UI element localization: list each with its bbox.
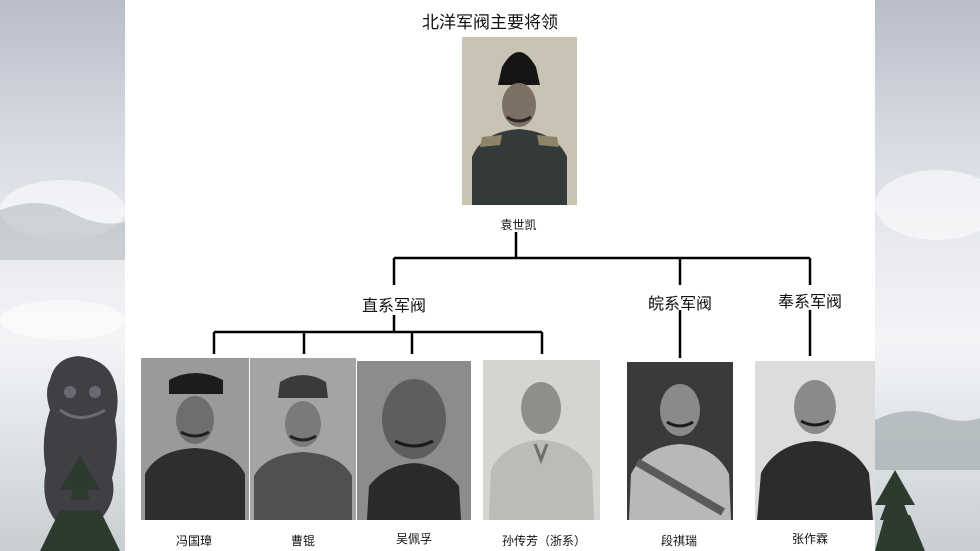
faction-label-fengxi: 奉系军阀 (777, 292, 842, 311)
portrait-leader (483, 360, 600, 520)
mist-band (0, 300, 125, 340)
leader-name: 冯国璋 (175, 534, 212, 548)
leader-name: 孙传芳（浙系） (501, 534, 586, 548)
left-decorative-panel (0, 0, 125, 551)
general-portrait-icon (627, 362, 733, 520)
general-portrait-icon (755, 361, 875, 520)
portrait-leader (250, 358, 356, 520)
leader-name: 吴佩孚 (395, 532, 432, 546)
right-decorative-panel (875, 0, 980, 551)
faction-label-zhixi: 直系军阀 (361, 296, 426, 315)
leader-name: 段祺瑞 (660, 534, 697, 548)
page-title: 北洋军阀主要将领 (422, 13, 558, 33)
leader-name: 张作霖 (791, 532, 828, 546)
portrait-leader (141, 358, 249, 520)
general-portrait-icon (250, 358, 356, 520)
lion-statue-and-pine-icon (0, 202, 125, 551)
general-portrait-icon (483, 360, 600, 520)
general-portrait-icon (462, 37, 577, 205)
general-portrait-icon (357, 361, 471, 520)
general-portrait-icon (141, 358, 249, 520)
portrait-leader (755, 361, 875, 520)
faction-label-wanxi: 皖系军阀 (647, 294, 712, 313)
leader-name: 曹锟 (290, 534, 315, 548)
portrait-root (462, 37, 577, 205)
mist-band (875, 170, 980, 240)
portrait-leader (357, 361, 471, 520)
portrait-leader (627, 362, 733, 520)
mountain-and-pine-icon (875, 411, 980, 551)
root-name: 袁世凯 (500, 218, 537, 232)
